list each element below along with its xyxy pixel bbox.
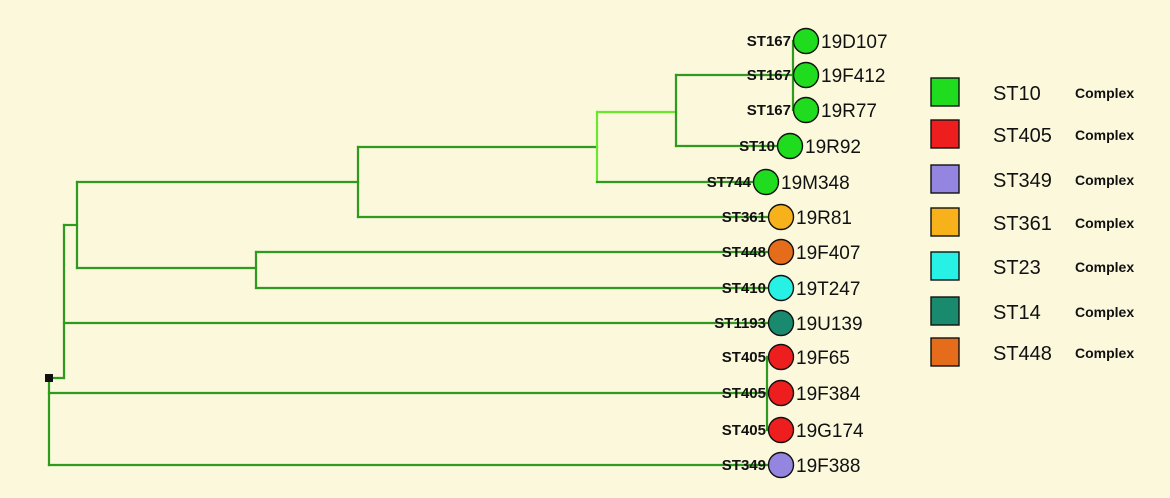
leaf-19f384: ST405 19F384 — [722, 379, 861, 407]
legend-complex-label: Complex — [1075, 259, 1134, 275]
legend-item-st361: ST361 Complex — [930, 207, 1134, 237]
isolate-id-label: 19T247 — [796, 279, 860, 300]
leaf-marker — [792, 27, 820, 55]
legend-item-st448: ST448 Complex — [930, 337, 1134, 367]
isolate-id-label: 19D107 — [821, 32, 888, 53]
leaf-19f388: ST349 19F388 — [722, 451, 860, 479]
sequence-type-label: ST10 — [739, 138, 775, 155]
leaf-marker — [752, 168, 780, 196]
leaf-marker — [767, 238, 795, 266]
legend-item-st23: ST23 Complex — [930, 251, 1134, 281]
leaf-19r81: ST361 19R81 — [722, 203, 852, 231]
sequence-type-label: ST1193 — [714, 315, 766, 332]
leaf-19f65: ST405 19F65 — [722, 343, 850, 371]
isolate-id-label: 19R92 — [805, 137, 861, 158]
leaf-19g174: ST405 19G174 — [722, 416, 864, 444]
isolate-id-label: 19R81 — [796, 208, 852, 229]
isolate-id-label: 19F384 — [796, 384, 861, 405]
sequence-type-label: ST744 — [707, 174, 752, 191]
sequence-type-label: ST167 — [747, 102, 791, 119]
tree-branches — [47, 39, 795, 467]
leaf-marker — [767, 343, 795, 371]
sequence-type-label: ST410 — [722, 280, 766, 297]
legend-swatch — [930, 337, 960, 367]
legend-st-label: ST349 — [993, 170, 1052, 192]
legend-complex-label: Complex — [1075, 85, 1134, 101]
leaf-19f407: ST448 19F407 — [722, 238, 860, 266]
sequence-type-label: ST448 — [722, 244, 766, 261]
legend-st-label: ST14 — [993, 302, 1041, 324]
leaf-19f412: ST167 19F412 — [747, 61, 885, 89]
legend-item-st405: ST405 Complex — [930, 119, 1134, 149]
legend-complex-label: Complex — [1075, 215, 1134, 231]
leaf-marker — [767, 416, 795, 444]
leaf-marker — [767, 451, 795, 479]
leaf-marker — [767, 309, 795, 337]
legend-item-st10: ST10 Complex — [930, 77, 1134, 107]
legend-swatch — [930, 119, 960, 149]
isolate-id-label: 19F388 — [796, 456, 860, 477]
legend-swatch — [930, 164, 960, 194]
leaf-marker — [767, 203, 795, 231]
leaf-19u139: ST1193 19U139 — [714, 309, 863, 337]
legend-complex-label: Complex — [1075, 127, 1134, 143]
legend-swatch — [930, 77, 960, 107]
sequence-type-label: ST361 — [722, 209, 766, 226]
legend-swatch — [930, 251, 960, 281]
isolate-id-label: 19F407 — [796, 243, 860, 264]
legend-st-label: ST448 — [993, 343, 1052, 365]
legend-item-st349: ST349 Complex — [930, 164, 1134, 194]
isolate-id-label: 19U139 — [796, 314, 863, 335]
legend-complex-label: Complex — [1075, 304, 1134, 320]
legend-st-label: ST361 — [993, 213, 1052, 235]
sequence-type-label: ST167 — [747, 33, 791, 50]
leaf-19m348: ST744 19M348 — [707, 168, 850, 196]
isolate-id-label: 19G174 — [796, 421, 864, 442]
leaf-marker — [767, 274, 795, 302]
legend-st-label: ST10 — [993, 83, 1041, 105]
isolate-id-label: 19F412 — [821, 66, 885, 87]
leaf-marker — [776, 132, 804, 160]
leaf-marker — [792, 96, 820, 124]
legend-swatch — [930, 207, 960, 237]
legend-item-st14: ST14 Complex — [930, 296, 1134, 326]
leaf-19t247: ST410 19T247 — [722, 274, 860, 302]
legend-st-label: ST23 — [993, 257, 1041, 279]
sequence-type-label: ST405 — [722, 422, 766, 439]
sequence-type-label: ST349 — [722, 457, 766, 474]
leaf-19r92: ST10 19R92 — [739, 132, 861, 160]
isolate-id-label: 19F65 — [796, 348, 850, 369]
root-node — [45, 374, 53, 382]
legend-st-label: ST405 — [993, 125, 1052, 147]
legend-complex-label: Complex — [1075, 172, 1134, 188]
leaf-marker — [767, 379, 795, 407]
isolate-id-label: 19R77 — [821, 101, 877, 122]
leaf-marker — [792, 61, 820, 89]
sequence-type-label: ST167 — [747, 67, 791, 84]
legend-complex-label: Complex — [1075, 345, 1134, 361]
leaf-19d107: ST167 19D107 — [747, 27, 888, 55]
sequence-type-label: ST405 — [722, 349, 766, 366]
leaf-19r77: ST167 19R77 — [747, 96, 877, 124]
isolate-id-label: 19M348 — [781, 173, 850, 194]
legend-swatch — [930, 296, 960, 326]
sequence-type-label: ST405 — [722, 385, 766, 402]
